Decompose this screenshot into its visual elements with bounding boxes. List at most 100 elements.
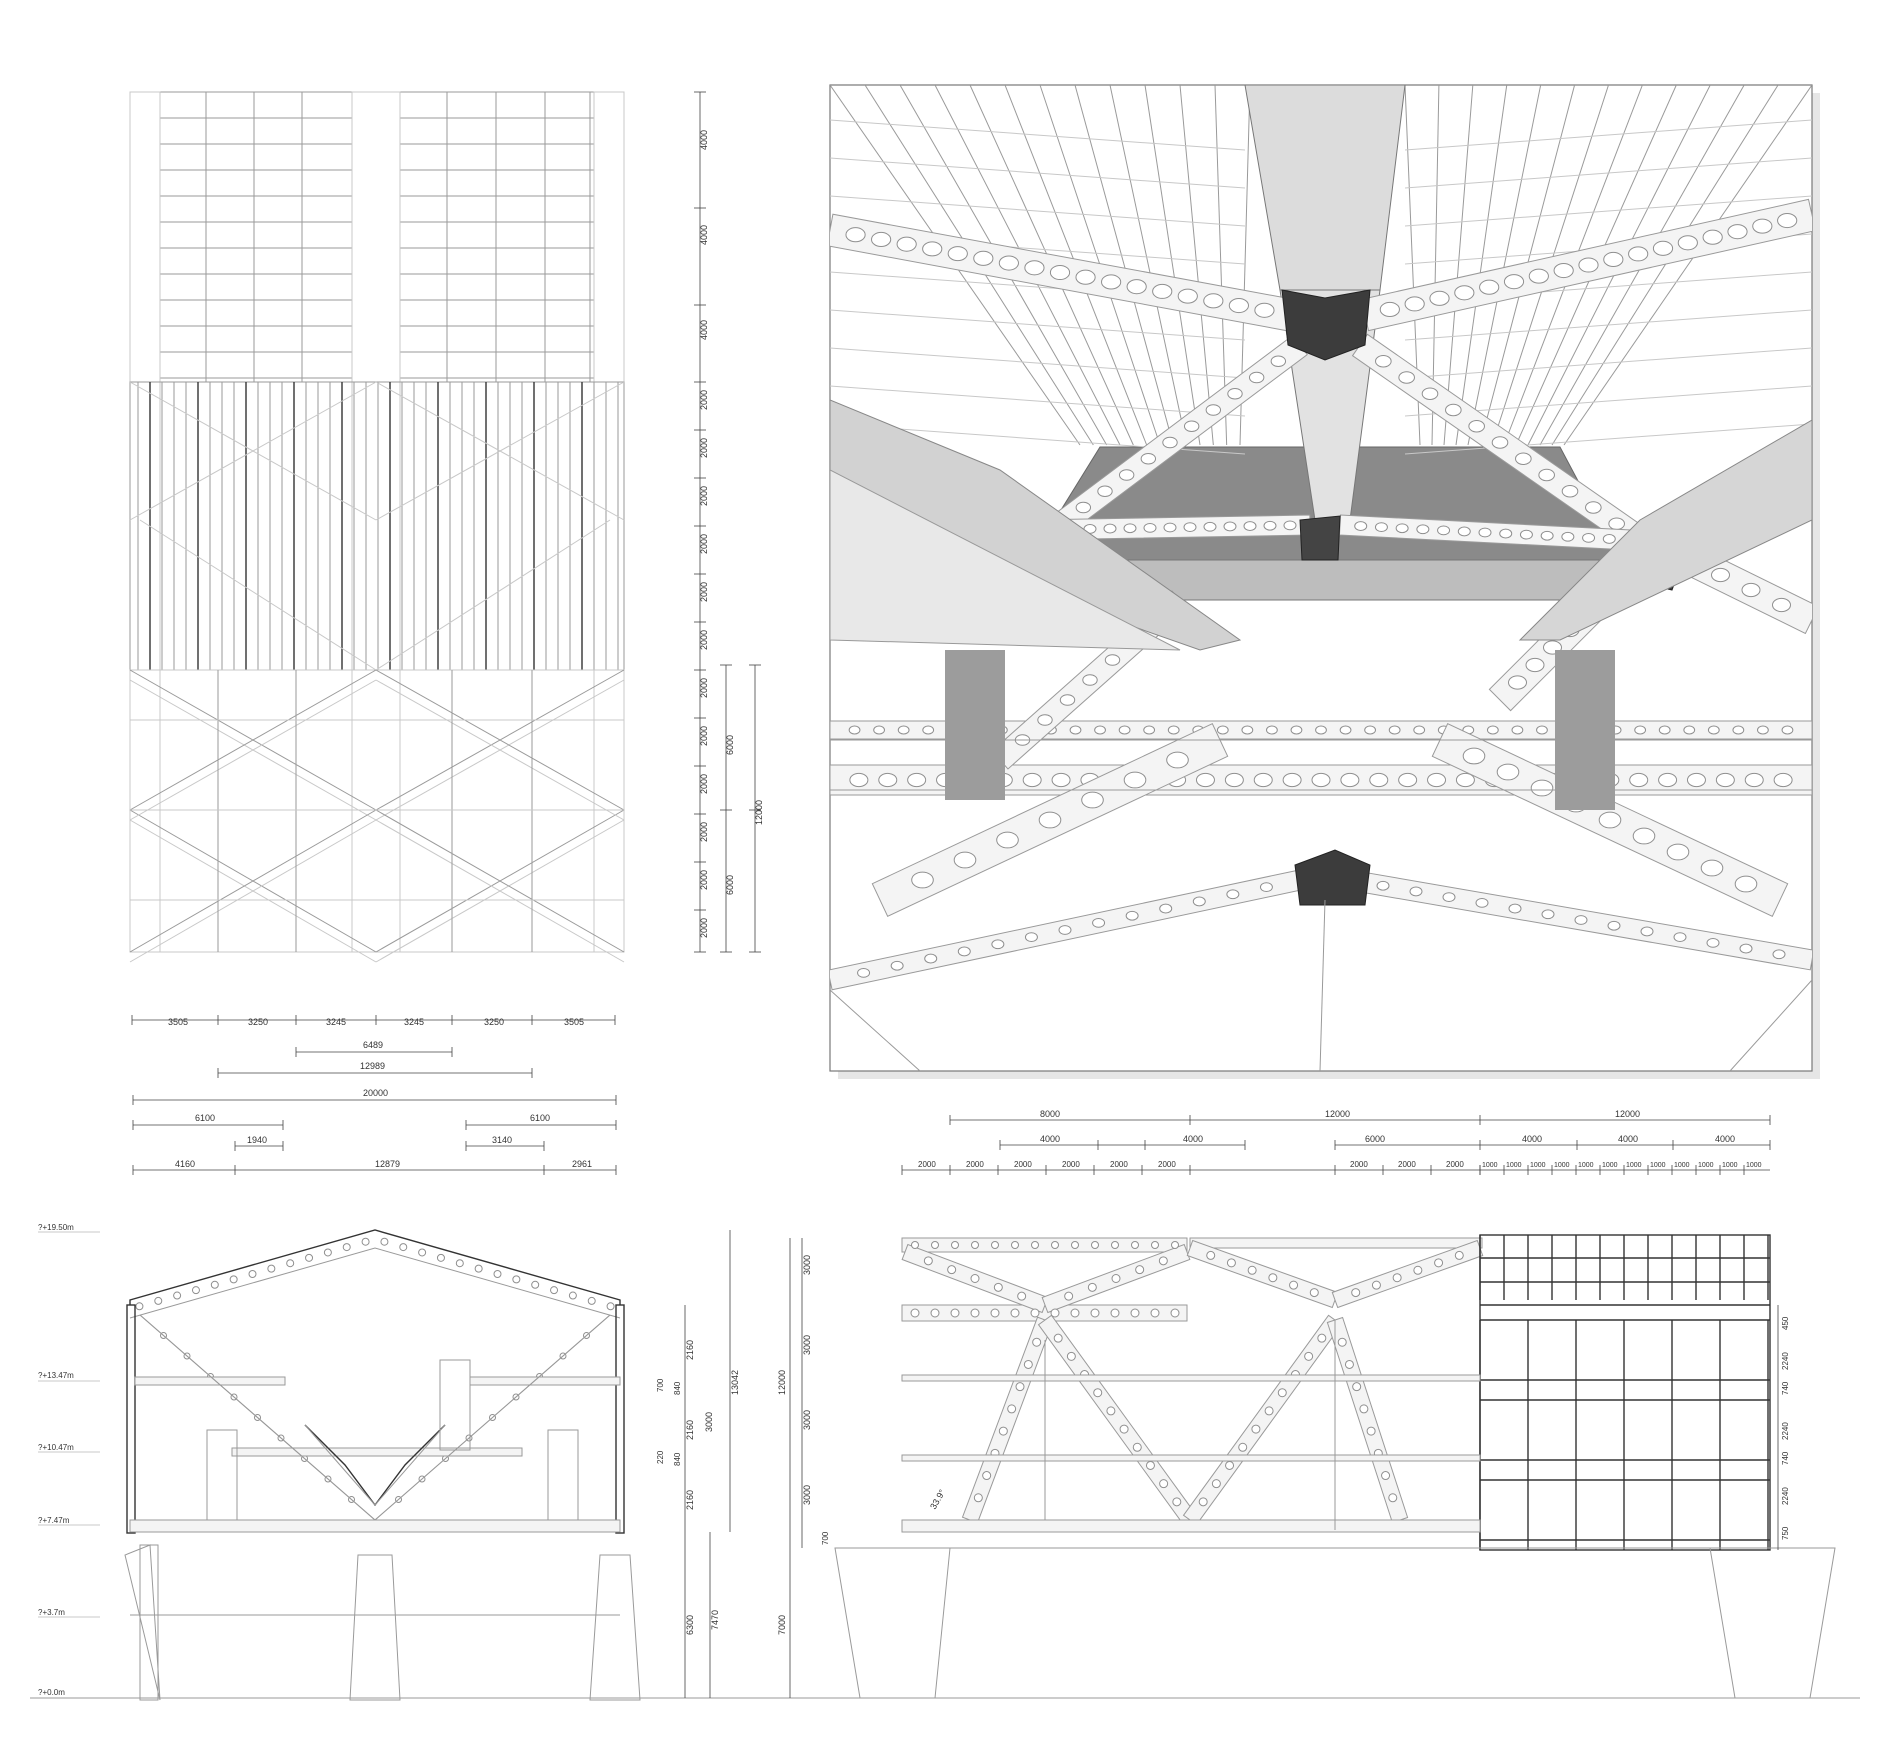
elevation-truss	[901, 1239, 1484, 1530]
plan-vdim-1: 4000	[699, 130, 709, 150]
elev-dim-2000-1: 2000	[918, 1160, 936, 1169]
roof-node-plate	[1281, 289, 1371, 361]
plan-vdim-7: 2000	[699, 534, 709, 554]
plan-vdim-13: 2000	[699, 822, 709, 842]
plan-bracing	[129, 669, 625, 963]
plan-vdim-14: 2000	[699, 870, 709, 890]
elev-dim-1000-5: 1000	[1578, 1162, 1594, 1169]
elev-rdim-750: 750	[1781, 1526, 1790, 1540]
elev-rdim-450: 450	[1781, 1316, 1790, 1330]
roof-panel-grid	[159, 92, 595, 382]
sec-rdim-2160-a: 2160	[685, 1340, 695, 1360]
interior-perspective-render	[829, 84, 1820, 1079]
wall-battens	[129, 381, 625, 671]
elev-dim-2000-9: 2000	[1446, 1160, 1464, 1169]
cross-section: 20000 6100 6100 1940 3140 4160 12879 296…	[30, 1088, 780, 1701]
plan-vdim-6: 2000	[699, 486, 709, 506]
elev-dim-1000-3: 1000	[1530, 1162, 1546, 1169]
elev-dim-4000-b: 4000	[1183, 1134, 1203, 1144]
elev-dim-1000-8: 1000	[1650, 1162, 1666, 1169]
elev-rdim-2240-b: 2240	[1781, 1422, 1790, 1440]
plan-hdim-3: 3245	[326, 1017, 346, 1027]
plan-vdim-mid-2: 6000	[725, 875, 735, 895]
plan-vdim-2: 4000	[699, 225, 709, 245]
elev-ldim-3: 3000	[802, 1410, 812, 1430]
plan-vdim-11: 2000	[699, 726, 709, 746]
elev-ldim-base: 7000	[777, 1615, 787, 1635]
lower-node-plate	[1294, 849, 1371, 906]
plan-hdim-2: 3250	[248, 1017, 268, 1027]
elev-dim-12000-b: 12000	[1615, 1109, 1640, 1119]
sec-dim-6100-right: 6100	[530, 1113, 550, 1123]
plan-vdim-total: 12000	[754, 800, 764, 825]
elev-dim-2000-8: 2000	[1398, 1160, 1416, 1169]
plan-vdim-4: 2000	[699, 390, 709, 410]
sec-rdim-2160-b: 2160	[685, 1420, 695, 1440]
elev-dim-1000-10: 1000	[1698, 1162, 1714, 1169]
elev-ldim-total: 12000	[777, 1370, 787, 1395]
plan-hdim-5: 3250	[484, 1017, 504, 1027]
sec-rdim-840-a: 840	[673, 1381, 682, 1395]
sec-rdim-total: 13042	[730, 1370, 740, 1395]
sec-dim-4160: 4160	[175, 1159, 195, 1169]
sec-rdim-220: 220	[656, 1450, 665, 1464]
plan-vdim-10: 2000	[699, 678, 709, 698]
plan-horizontal-dimensions: 3505 3250 3245 3245 3250 3505 6489 12989	[131, 1015, 616, 1078]
sec-rdim-840-b: 840	[673, 1452, 682, 1466]
elev-dim-4000-c: 4000	[1522, 1134, 1542, 1144]
side-elevation: 8000 12000 12000 4000 4000 6000 4000 400…	[777, 1109, 1860, 1699]
sec-dim-1940: 1940	[247, 1135, 267, 1145]
elev-ldim-1: 3000	[802, 1255, 812, 1275]
elev-ldim-4: 3000	[802, 1485, 812, 1505]
plan-hdim-row3: 12989	[360, 1061, 385, 1071]
elev-ldim-700: 700	[821, 1531, 830, 1545]
elev-dim-2000-5: 2000	[1110, 1160, 1128, 1169]
plan-vdim-mid-1: 6000	[725, 735, 735, 755]
plan-hdim-1: 3505	[168, 1017, 188, 1027]
elev-dim-2000-2: 2000	[966, 1160, 984, 1169]
sec-rdim-7470: 7470	[710, 1610, 720, 1630]
elev-rdim-740-a: 740	[1781, 1381, 1790, 1395]
sec-rdim-700: 700	[656, 1378, 665, 1392]
plan-vdim-15: 2000	[699, 918, 709, 938]
elev-dim-8000: 8000	[1040, 1109, 1060, 1119]
elev-angle: 33.9°	[928, 1487, 947, 1511]
sec-rdim-2160-c: 2160	[685, 1490, 695, 1510]
sec-dim-3140: 3140	[492, 1135, 512, 1145]
sec-dim-total: 20000	[363, 1088, 388, 1098]
level-19-50: ?+19.50m	[38, 1223, 74, 1232]
plan-vertical-dimensions: 4000 4000 4000 2000 2000 2000 2000 2000 …	[694, 91, 764, 953]
elev-dim-2000-6: 2000	[1158, 1160, 1176, 1169]
elev-dim-2000-4: 2000	[1062, 1160, 1080, 1169]
plan-vdim-8: 2000	[699, 582, 709, 602]
plan-vdim-5: 2000	[699, 438, 709, 458]
plan-hdim-6: 3505	[564, 1017, 584, 1027]
elev-dim-1000-6: 1000	[1602, 1162, 1618, 1169]
plan-vdim-9: 2000	[699, 630, 709, 650]
plan-hdim-4: 3245	[404, 1017, 424, 1027]
elev-dim-2000-7: 2000	[1350, 1160, 1368, 1169]
plan-vdim-12: 2000	[699, 774, 709, 794]
level-3-7: ?+3.7m	[38, 1608, 65, 1617]
elev-ldim-2: 3000	[802, 1335, 812, 1355]
elev-dim-1000-4: 1000	[1554, 1162, 1570, 1169]
level-10-47: ?+10.47m	[38, 1443, 74, 1452]
elev-dim-1000-12: 1000	[1746, 1162, 1762, 1169]
sec-dim-2961: 2961	[572, 1159, 592, 1169]
elev-dim-4000-e: 4000	[1715, 1134, 1735, 1144]
sec-dim-6100-left: 6100	[195, 1113, 215, 1123]
plan-vdim-3: 4000	[699, 320, 709, 340]
elev-dim-12000-a: 12000	[1325, 1109, 1350, 1119]
elev-dim-4000-a: 4000	[1040, 1134, 1060, 1144]
elev-dim-1000-7: 1000	[1626, 1162, 1642, 1169]
elev-dim-1000-2: 1000	[1506, 1162, 1522, 1169]
elev-rdim-740-b: 740	[1781, 1451, 1790, 1465]
elev-dim-4000-d: 4000	[1618, 1134, 1638, 1144]
level-13-47: ?+13.47m	[38, 1371, 74, 1380]
elev-rdim-2240-c: 2240	[1781, 1487, 1790, 1505]
elev-dim-2000-3: 2000	[1014, 1160, 1032, 1169]
facade-glazing-grid	[1479, 1235, 1770, 1550]
elev-rdim-2240-a: 2240	[1781, 1352, 1790, 1370]
elev-dim-1000-9: 1000	[1674, 1162, 1690, 1169]
